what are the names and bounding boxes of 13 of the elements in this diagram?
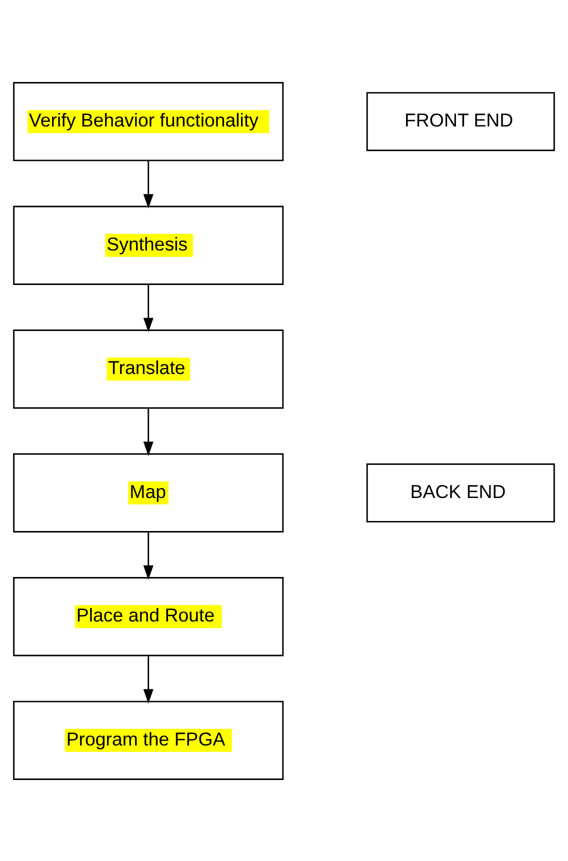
arrow <box>143 408 154 456</box>
node-box: Map <box>13 452 284 532</box>
node-box: Program the FPGA <box>13 700 284 780</box>
node-box: Verify Behavior functionality <box>13 82 284 161</box>
arrow <box>143 284 154 332</box>
node-box: BACK END <box>366 462 555 522</box>
arrow <box>143 160 154 208</box>
node-box: Place and Route <box>13 576 284 656</box>
node-box: FRONT END <box>366 92 555 151</box>
arrow <box>143 531 154 580</box>
node-box: Synthesis <box>13 205 284 284</box>
arrow <box>143 655 154 704</box>
node-box: Translate <box>13 329 284 408</box>
